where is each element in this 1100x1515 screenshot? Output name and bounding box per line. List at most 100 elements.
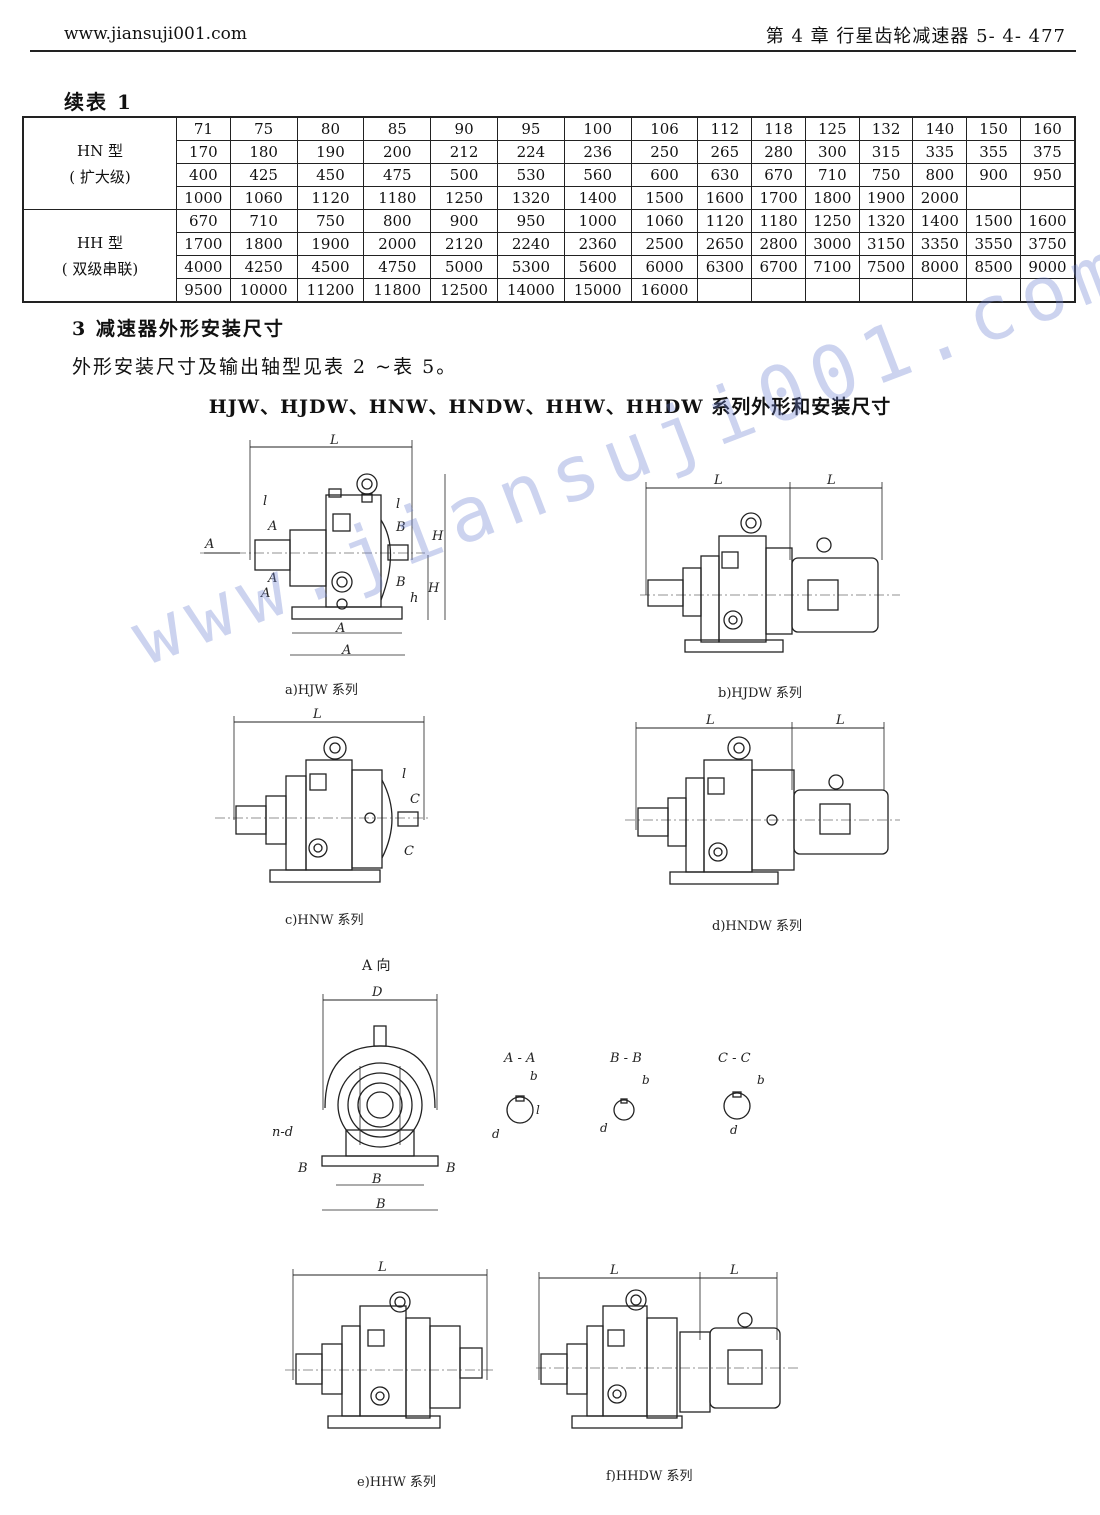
svg-text:l: l [402,767,406,782]
caption-a: a)HJW 系列 [285,683,358,698]
svg-text:B: B [375,1197,386,1212]
table-cell: 80 [296,116,365,141]
table-cell: 3000 [804,232,860,256]
table-cell: 1600 [697,186,753,210]
svg-text:A: A [267,519,277,534]
svg-text:b: b [642,1073,650,1087]
svg-text:A: A [260,586,270,601]
dim-L-a: L [329,433,339,448]
table-cell: 125 [804,116,860,141]
table-cell: 1700 [176,232,231,256]
svg-text:d: d [492,1127,500,1141]
view-A-a: A [204,537,214,552]
table-cell: 600 [630,163,699,187]
site-url: www.jiansuji001.com [64,24,247,44]
svg-text:H: H [427,581,440,596]
caption-f: f)HHDW 系列 [606,1469,692,1484]
svg-text:B: B [395,575,406,590]
table-cell: 5300 [497,255,565,279]
table-cell: 6700 [751,255,806,279]
caption-e: e)HHW 系列 [357,1475,436,1490]
header-rule [30,50,1076,52]
table-cell: 1060 [229,186,298,210]
svg-text:d: d [730,1123,738,1137]
table-cell: 12500 [430,278,498,303]
svg-text:l: l [396,497,400,512]
svg-text:l: l [536,1103,540,1117]
table-cell: 450 [296,163,365,187]
table-cell: 8500 [966,255,1021,279]
svg-text:C - C: C - C [718,1051,751,1066]
table-cell: 3350 [912,232,968,256]
table-cell: 5600 [563,255,632,279]
table-cell: 950 [497,209,565,233]
table-cell [1019,186,1076,210]
table-cell: 750 [858,163,914,187]
svg-text:A: A [267,571,277,586]
table-cell: 75 [229,116,298,141]
table-cell: 3750 [1019,232,1076,256]
table-cell: 212 [430,140,498,164]
svg-text:C: C [410,792,420,807]
group-label: HN 型( 扩大级) [22,116,177,210]
svg-text:H: H [431,529,444,544]
drawing-hjdw: L L b)HJDW 系列 [640,473,900,701]
table-cell: 9500 [176,278,231,303]
table-cell: 190 [296,140,365,164]
svg-text:L: L [729,1263,739,1278]
drawing-hndw: L L d)HNDW 系列 [625,713,900,934]
table-cell: 400 [176,163,231,187]
table-cell: 1120 [296,186,365,210]
svg-text:B: B [395,520,406,535]
section-paragraph: 外形安装尺寸及输出轴型见表 2 ~表 5。 [72,356,458,378]
table-cell: 1800 [229,232,298,256]
drawing-hhw: L e)HHW 系列 [285,1260,495,1490]
caption-c: c)HNW 系列 [285,913,364,928]
table-cell: 1700 [751,186,806,210]
svg-text:L: L [312,707,322,722]
table-cell: 530 [497,163,565,187]
table-cell: 7500 [858,255,914,279]
table-cell: 335 [912,140,968,164]
table-cell: 4000 [176,255,231,279]
drawing-sections: A - A b l d B - B b d C - C b d [492,1051,765,1141]
table-cell: 16000 [630,278,699,303]
svg-text:C: C [404,844,414,859]
svg-text:b: b [757,1073,765,1087]
svg-text:L: L [835,713,845,728]
table-cell: 2650 [697,232,753,256]
table-cell: 1180 [751,209,806,233]
table-cell: 300 [804,140,860,164]
table-cell: 6000 [630,255,699,279]
table-cell: 224 [497,140,565,164]
drawing-hjw: L A l A A A l B B H H h A A a)HJW 系列 [200,433,446,698]
table-cell: 315 [858,140,914,164]
table-cell [966,186,1021,210]
table-cell: 2240 [497,232,565,256]
caption-b: b)HJDW 系列 [718,686,802,701]
table-cell: 4250 [229,255,298,279]
svg-text:L: L [705,713,715,728]
svg-text:B: B [445,1161,456,1176]
table-cell: 1320 [497,186,565,210]
svg-text:A: A [335,621,345,636]
drawing-a-view: A 向 D n-d B B B B [272,958,456,1212]
chapter-header: 第 4 章 行星齿轮减速器 5- 4- 477 [765,26,1066,47]
group-label: HH 型( 双级串联) [22,209,177,303]
svg-text:n-d: n-d [272,1125,293,1140]
table-cell: 2000 [912,186,968,210]
svg-text:B: B [297,1161,308,1176]
table-cell [966,278,1021,303]
figure-title: HJW、HJDW、HNW、HNDW、HHW、HHDW 系列外形和安装尺寸 [208,396,892,418]
table-cell: 280 [751,140,806,164]
svg-text:L: L [377,1260,387,1275]
table-cell: 85 [363,116,432,141]
svg-text:D: D [371,985,383,1000]
table-cell: 6300 [697,255,753,279]
table-cell: 1500 [630,186,699,210]
svg-text:d: d [600,1121,608,1135]
svg-text:B - B: B - B [609,1051,642,1066]
